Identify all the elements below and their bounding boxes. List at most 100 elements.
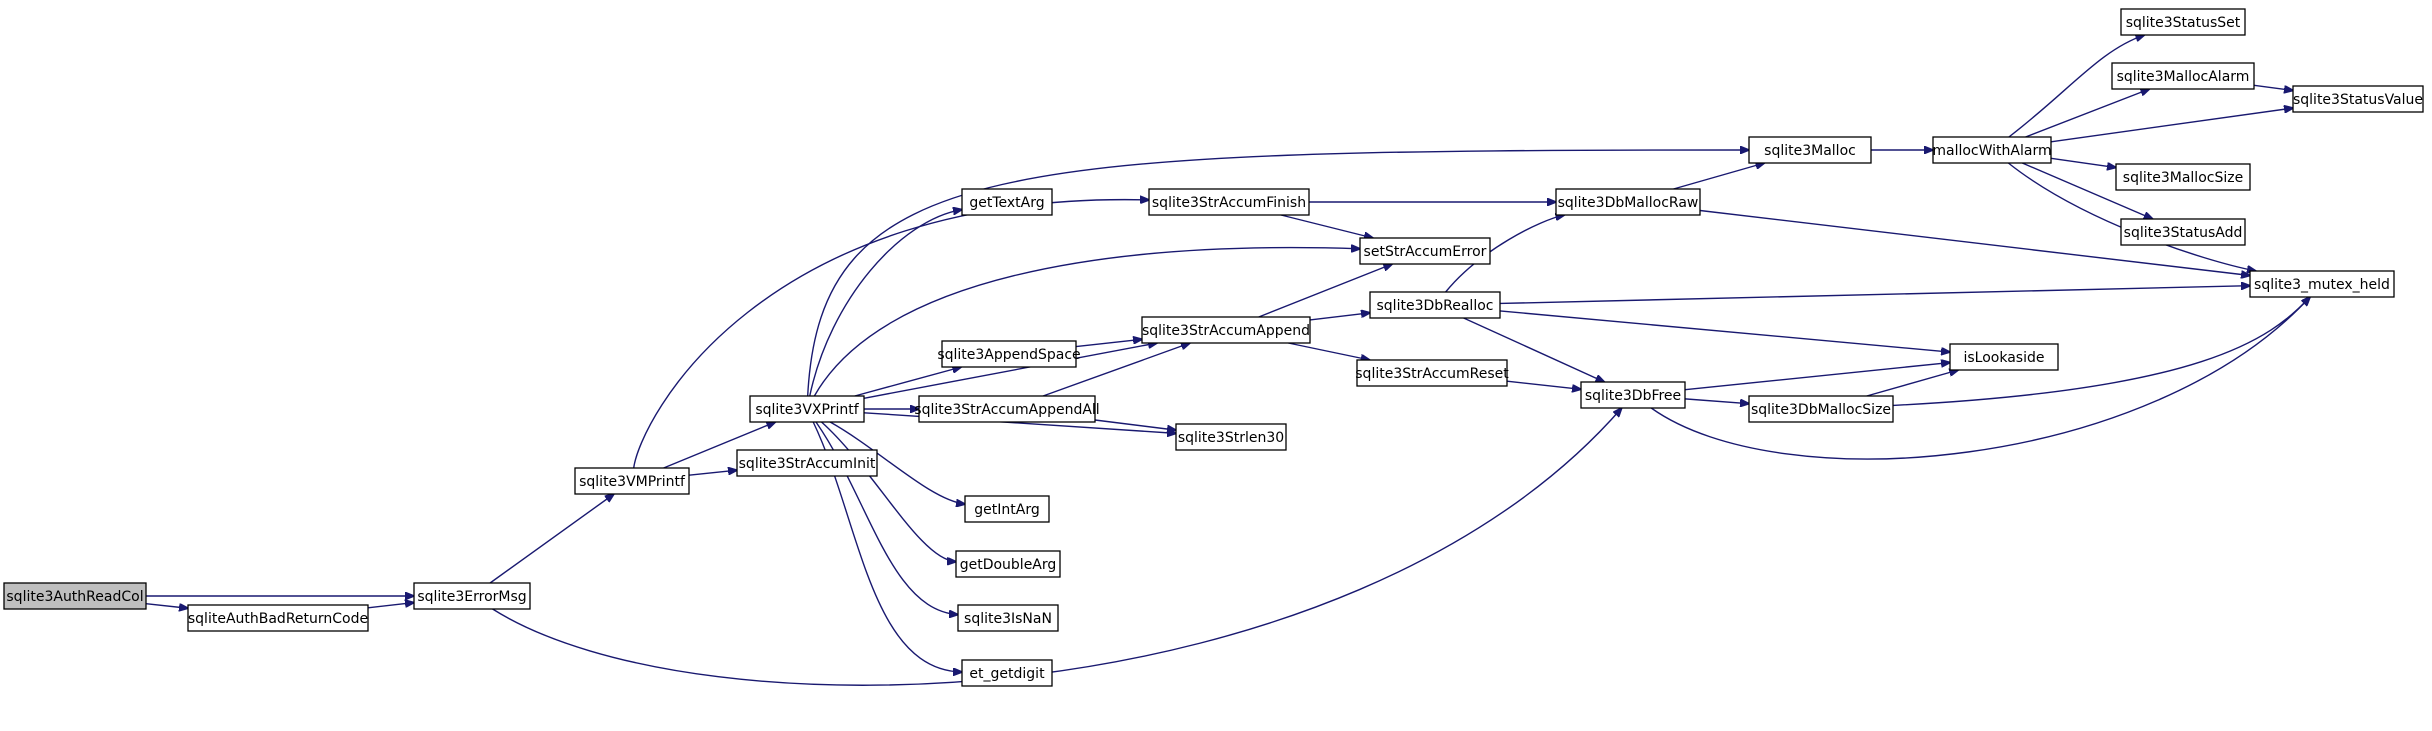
node-label: sqlite3MallocSize bbox=[2123, 170, 2243, 186]
node-et_getdigit[interactable]: et_getdigit bbox=[961, 659, 1053, 687]
node-box[interactable] bbox=[3, 582, 147, 610]
node-box[interactable] bbox=[1555, 188, 1701, 216]
edge-line bbox=[2050, 108, 2293, 143]
node-box[interactable] bbox=[957, 604, 1059, 632]
edge-sqlite3DbFree-to-sqlite3DbMallocSize bbox=[1684, 398, 1749, 404]
edge-sqlite3ErrorMsg-to-sqlite3DbFree bbox=[492, 408, 1622, 686]
node-sqlite3VXPrintf[interactable]: sqlite3VXPrintf bbox=[749, 395, 865, 423]
edge-line bbox=[863, 412, 1176, 434]
node-isLookaside[interactable]: isLookaside bbox=[1949, 343, 2059, 371]
node-sqlite3AppendSpace[interactable]: sqlite3AppendSpace bbox=[937, 340, 1081, 368]
node-sqlite3StrAccumAppendAll[interactable]: sqlite3StrAccumAppendAll bbox=[914, 395, 1100, 423]
node-box[interactable] bbox=[1141, 316, 1311, 344]
node-sqlite3StrAccumAppend[interactable]: sqlite3StrAccumAppend bbox=[1141, 316, 1311, 344]
edge-sqlite3VXPrintf-to-getDoubleArg bbox=[821, 421, 956, 562]
node-sqlite3Malloc[interactable]: sqlite3Malloc bbox=[1748, 136, 1872, 164]
node-mallocWithAlarm[interactable]: mallocWithAlarm bbox=[1932, 136, 2052, 164]
node-label: getTextArg bbox=[969, 195, 1044, 211]
edge-sqlite3DbRealloc-to-sqlite3DbFree bbox=[1463, 317, 1605, 382]
node-box[interactable] bbox=[1748, 136, 1872, 164]
edge-line bbox=[829, 421, 965, 504]
node-box[interactable] bbox=[1175, 423, 1287, 451]
node-box[interactable] bbox=[2120, 8, 2246, 36]
edge-line bbox=[1463, 317, 1605, 382]
edge-sqlite3VXPrintf-to-getIntArg bbox=[829, 421, 965, 504]
edge-line bbox=[1499, 310, 1950, 352]
node-sqlite3StrAccumReset[interactable]: sqlite3StrAccumReset bbox=[1355, 359, 1509, 387]
node-box[interactable] bbox=[1932, 136, 2052, 164]
node-setStrAccumError[interactable]: setStrAccumError bbox=[1359, 237, 1491, 265]
node-label: sqlite3AppendSpace bbox=[937, 347, 1080, 363]
edge-sqlite3DbFree-to-sqlite3_mutex_held bbox=[1650, 297, 2310, 460]
node-box[interactable] bbox=[2115, 163, 2251, 191]
node-sqlite3StrAccumInit[interactable]: sqlite3StrAccumInit bbox=[736, 449, 878, 477]
node-box[interactable] bbox=[1369, 291, 1501, 319]
node-sqlite3ErrorMsg[interactable]: sqlite3ErrorMsg bbox=[413, 582, 531, 610]
node-sqlite3Strlen30[interactable]: sqlite3Strlen30 bbox=[1175, 423, 1287, 451]
edge-sqlite3VXPrintf-to-sqlite3AppendSpace bbox=[854, 367, 962, 397]
node-label: sqlite3VXPrintf bbox=[755, 402, 859, 418]
node-box[interactable] bbox=[1148, 188, 1310, 216]
node-sqlite3StatusAdd[interactable]: sqlite3StatusAdd bbox=[2120, 218, 2246, 246]
node-box[interactable] bbox=[187, 604, 369, 632]
node-label: sqlite3StrAccumAppend bbox=[1142, 323, 1310, 339]
edge-mallocWithAlarm-to-sqlite3MallocSize bbox=[2050, 157, 2116, 167]
node-sqliteAuthBadReturnCode[interactable]: sqliteAuthBadReturnCode bbox=[187, 604, 369, 632]
node-box[interactable] bbox=[2292, 85, 2424, 113]
node-sqlite3DbMallocSize[interactable]: sqlite3DbMallocSize bbox=[1748, 395, 1894, 423]
edge-line bbox=[1499, 286, 2250, 305]
node-sqlite3DbRealloc[interactable]: sqlite3DbRealloc bbox=[1369, 291, 1501, 319]
node-box[interactable] bbox=[1356, 359, 1508, 387]
edge-sqlite3DbMallocSize-to-sqlite3_mutex_held bbox=[1892, 297, 2310, 407]
node-sqlite3StatusValue[interactable]: sqlite3StatusValue bbox=[2292, 85, 2424, 113]
node-box[interactable] bbox=[736, 449, 878, 477]
edge-line bbox=[145, 602, 188, 609]
edge-sqlite3VXPrintf-to-getTextArg bbox=[809, 210, 962, 397]
edge-sqlite3DbRealloc-to-isLookaside bbox=[1499, 310, 1950, 352]
node-sqlite3_mutex_held[interactable]: sqlite3_mutex_held bbox=[2249, 270, 2395, 298]
edge-sqlite3StrAccumFinish-to-setStrAccumError bbox=[1280, 214, 1373, 238]
edge-sqlite3VMPrintf-to-sqlite3VXPrintf bbox=[663, 422, 776, 469]
edge-line bbox=[1042, 343, 1190, 397]
node-box[interactable] bbox=[918, 395, 1096, 423]
node-sqlite3DbFree[interactable]: sqlite3DbFree bbox=[1580, 381, 1686, 409]
edge-line bbox=[492, 408, 1622, 686]
node-sqlite3DbMallocRaw[interactable]: sqlite3DbMallocRaw bbox=[1555, 188, 1701, 216]
node-box[interactable] bbox=[2249, 270, 2395, 298]
node-sqlite3StatusSet[interactable]: sqlite3StatusSet bbox=[2120, 8, 2246, 36]
node-sqlite3VMPrintf[interactable]: sqlite3VMPrintf bbox=[574, 467, 690, 495]
node-sqlite3IsNaN[interactable]: sqlite3IsNaN bbox=[957, 604, 1059, 632]
node-getDoubleArg[interactable]: getDoubleArg bbox=[955, 550, 1061, 578]
node-box[interactable] bbox=[413, 582, 531, 610]
node-box[interactable] bbox=[1580, 381, 1686, 409]
edge-sqlite3VXPrintf-to-sqlite3Malloc bbox=[806, 150, 1749, 397]
node-box[interactable] bbox=[961, 659, 1053, 687]
edge-sqlite3StrAccumAppend-to-sqlite3DbRealloc bbox=[1309, 313, 1370, 321]
nodes-layer: sqlite3AuthReadCol sqliteAuthBadReturnCod… bbox=[3, 8, 2424, 687]
edge-sqlite3MallocAlarm-to-sqlite3StatusValue bbox=[2253, 84, 2293, 90]
node-sqlite3MallocAlarm[interactable]: sqlite3MallocAlarm bbox=[2111, 62, 2255, 90]
edge-line bbox=[2008, 35, 2145, 138]
node-box[interactable] bbox=[2120, 218, 2246, 246]
node-box[interactable] bbox=[749, 395, 865, 423]
node-box[interactable] bbox=[1359, 237, 1491, 265]
node-box[interactable] bbox=[1949, 343, 2059, 371]
node-label: sqlite3MallocAlarm bbox=[2117, 69, 2250, 85]
node-getIntArg[interactable]: getIntArg bbox=[964, 495, 1050, 523]
node-box[interactable] bbox=[1748, 395, 1894, 423]
node-box[interactable] bbox=[2111, 62, 2255, 90]
node-box[interactable] bbox=[964, 495, 1050, 523]
node-sqlite3MallocSize[interactable]: sqlite3MallocSize bbox=[2115, 163, 2251, 191]
edge-line bbox=[854, 367, 962, 397]
node-box[interactable] bbox=[955, 550, 1061, 578]
node-getTextArg[interactable]: getTextArg bbox=[961, 188, 1053, 216]
edge-sqlite3VXPrintf-to-setStrAccumError bbox=[813, 248, 1360, 397]
node-box[interactable] bbox=[961, 188, 1053, 216]
node-sqlite3AuthReadCol[interactable]: sqlite3AuthReadCol bbox=[3, 582, 147, 610]
edge-line bbox=[1445, 215, 1565, 293]
edge-sqlite3DbFree-to-isLookaside bbox=[1684, 363, 1950, 391]
node-box[interactable] bbox=[941, 340, 1077, 368]
node-sqlite3StrAccumFinish[interactable]: sqlite3StrAccumFinish bbox=[1148, 188, 1310, 216]
node-box[interactable] bbox=[574, 467, 690, 495]
node-label: sqlite3AuthReadCol bbox=[6, 589, 143, 605]
